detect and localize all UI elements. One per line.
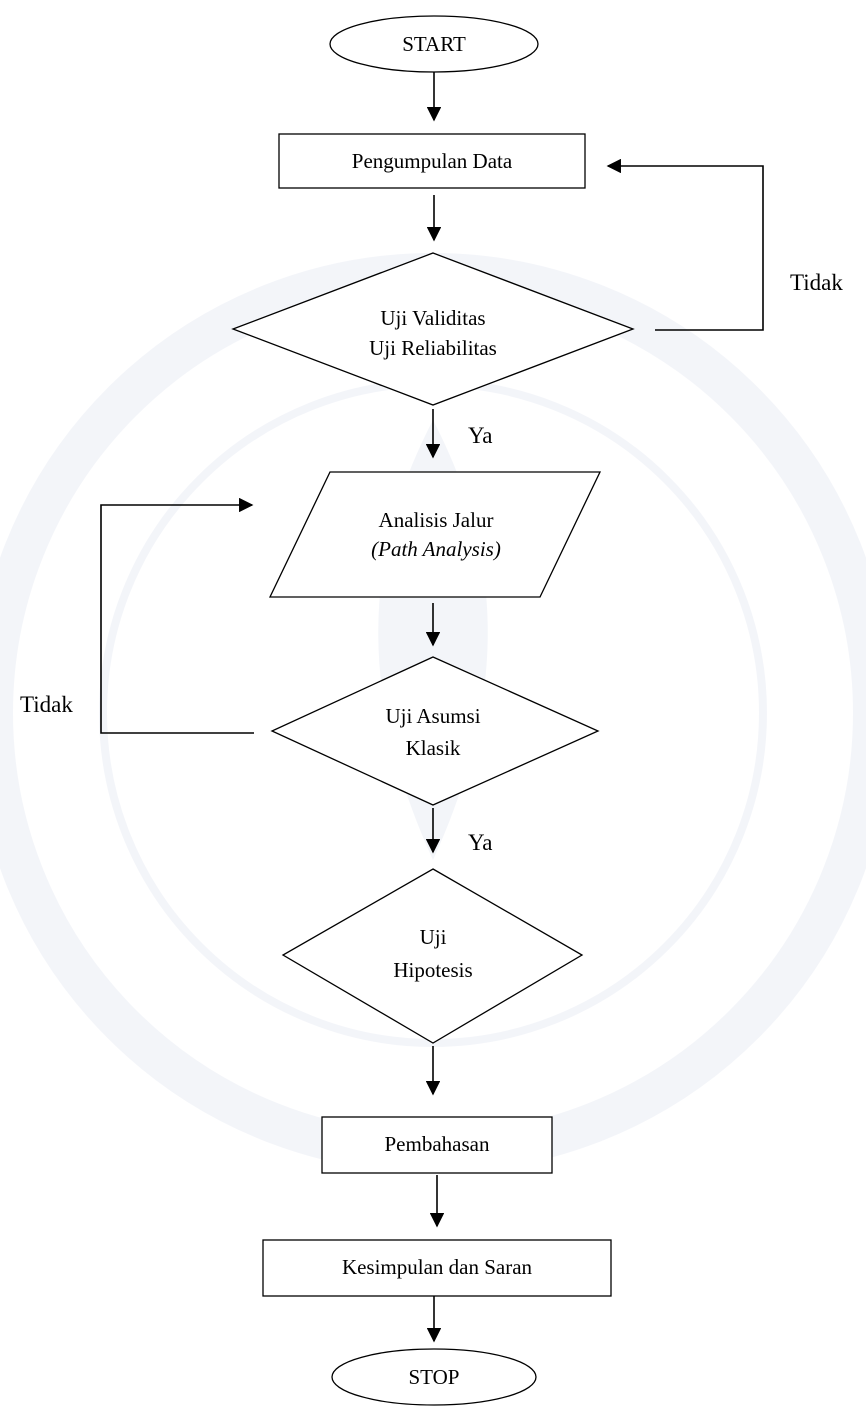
start-label: START (402, 32, 466, 56)
feedback-validity-no (606, 158, 764, 331)
stop-label: STOP (409, 1365, 460, 1389)
collect-data-label: Pengumpulan Data (352, 149, 513, 173)
assumption-no-label: Tidak (20, 692, 73, 717)
hypothesis-label-line1: Uji (420, 925, 447, 949)
discussion-label: Pembahasan (385, 1132, 490, 1156)
hypothesis-label-line2: Hipotesis (393, 958, 472, 982)
classic-assumption-decision: Uji Asumsi Klasik (270, 656, 600, 806)
stop-terminator: STOP (331, 1348, 537, 1406)
validity-label-line1: Uji Validitas (380, 306, 485, 330)
start-terminator: START (329, 15, 539, 73)
validity-decision: Uji Validitas Uji Reliabilitas (231, 252, 635, 406)
discussion-process: Pembahasan (321, 1116, 553, 1174)
validity-no-label: Tidak (790, 270, 843, 295)
feedback-assumption-no (100, 497, 254, 734)
assumption-label-line2: Klasik (406, 736, 461, 760)
conclusion-label: Kesimpulan dan Saran (342, 1255, 533, 1279)
collect-data-process: Pengumpulan Data (278, 133, 586, 189)
validity-yes-label: Ya (468, 423, 493, 448)
assumption-label-line1: Uji Asumsi (385, 704, 480, 728)
conclusion-process: Kesimpulan dan Saran (262, 1239, 612, 1297)
path-analysis-line2: (Path Analysis) (371, 537, 501, 561)
hypothesis-decision: Uji Hipotesis (281, 868, 584, 1044)
path-analysis-io: Analisis Jalur (Path Analysis) (268, 471, 602, 598)
assumption-yes-label: Ya (468, 830, 493, 855)
validity-label-line2: Uji Reliabilitas (369, 336, 497, 360)
path-analysis-line1: Analisis Jalur (379, 508, 494, 532)
